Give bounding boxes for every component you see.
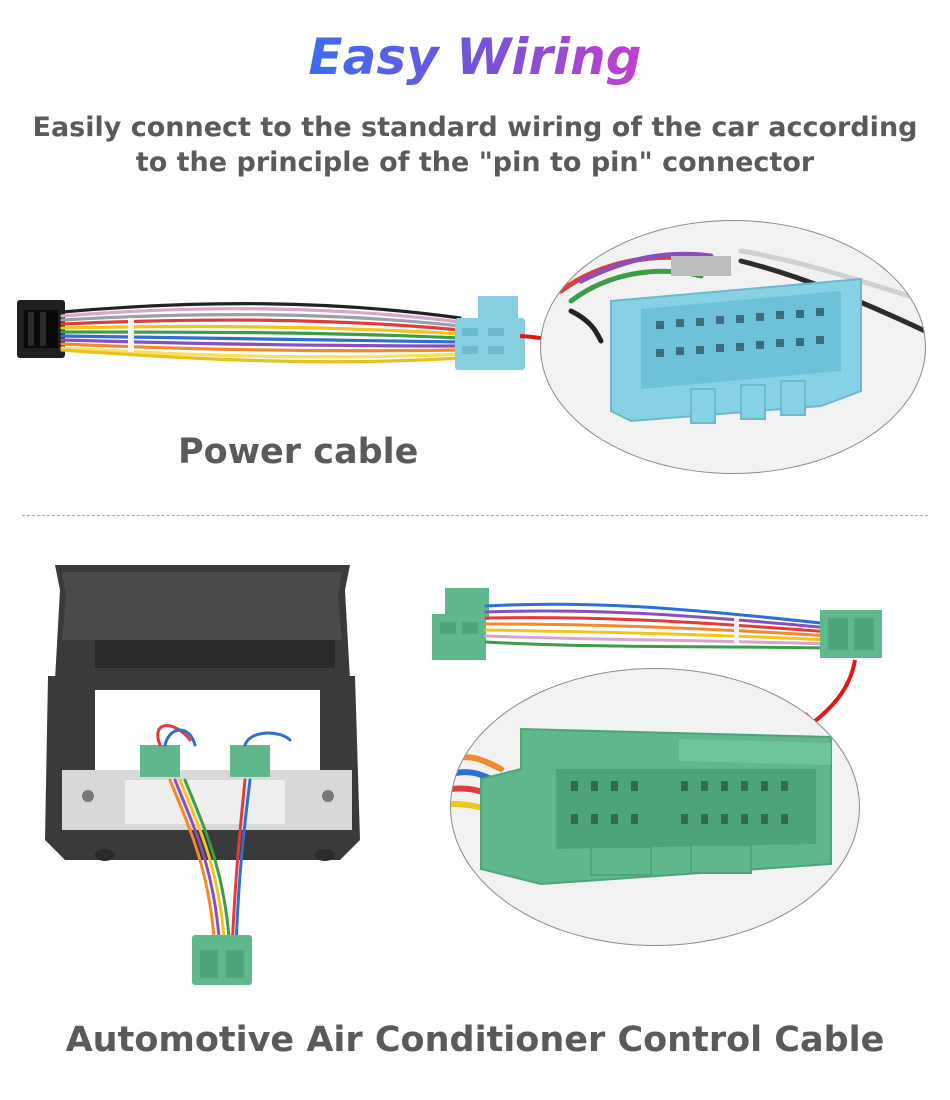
power-connector-zoom <box>540 220 926 474</box>
green-connector-closeup-icon <box>451 727 832 886</box>
intro-line-2: to the principle of the "pin to pin" con… <box>135 147 815 178</box>
section-divider <box>22 515 928 516</box>
blue-connector-closeup-icon <box>558 248 925 424</box>
ac-cable-caption: Automotive Air Conditioner Control Cable <box>65 1020 885 1060</box>
title-text: Easy Wiring <box>308 28 642 86</box>
page-title: Easy Wiring <box>0 28 950 86</box>
ac-connector-zoom <box>450 668 860 946</box>
intro-line-1: Easily connect to the standard wiring of… <box>32 112 918 143</box>
power-cable-caption: Power cable <box>178 432 419 472</box>
intro-text: Easily connect to the standard wiring of… <box>30 110 920 180</box>
